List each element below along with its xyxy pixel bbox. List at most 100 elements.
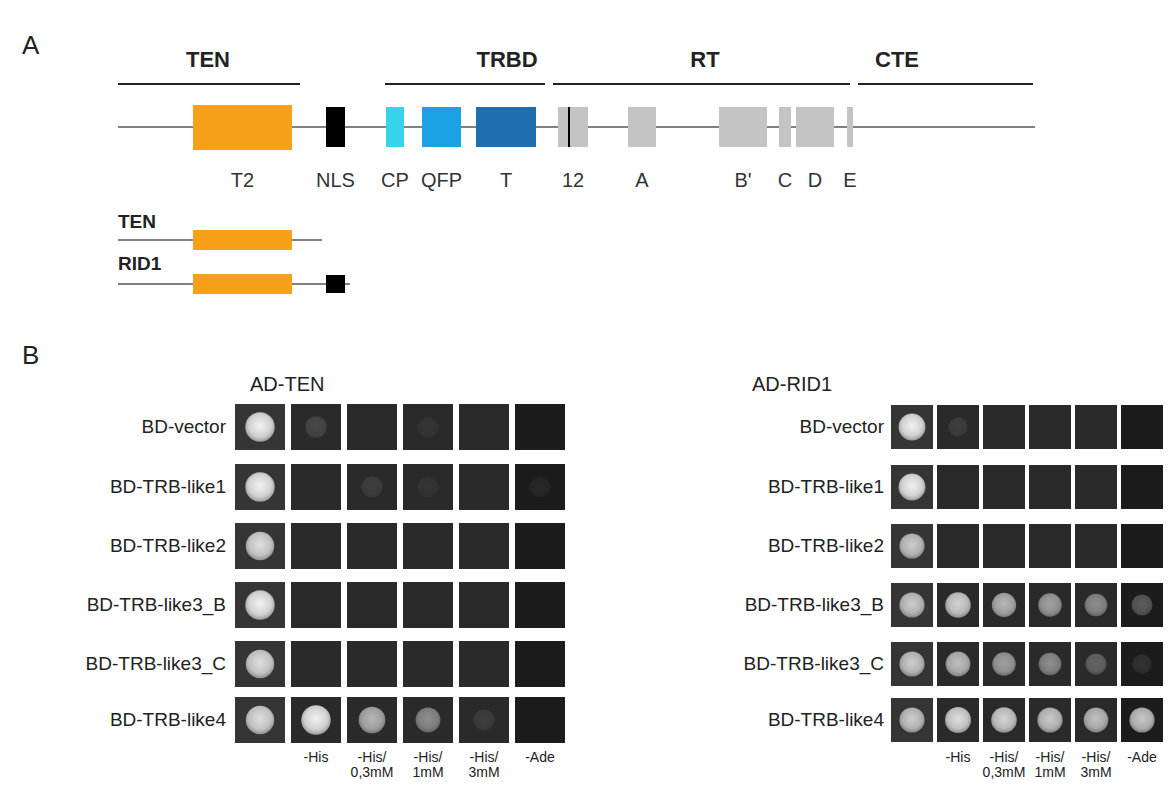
yeast-spot — [473, 709, 494, 730]
nls-motif — [326, 275, 345, 293]
plate-cell — [403, 582, 453, 628]
domain-box: CP — [378, 107, 412, 191]
yeast-spot — [301, 705, 330, 734]
plate-cell — [403, 641, 453, 687]
yeast-spot — [899, 592, 924, 617]
yeast-spot — [948, 417, 967, 436]
row-label: BD-TRB-like3_C — [744, 654, 884, 675]
domain-heading: TRBD — [476, 48, 537, 72]
yeast-spot — [1037, 707, 1062, 732]
plate-cell — [891, 583, 933, 627]
plate-cell — [459, 464, 509, 510]
plate-cell — [983, 583, 1025, 627]
plate-cell — [291, 523, 341, 569]
plate-cell — [291, 641, 341, 687]
domain-box: NLS — [313, 107, 358, 191]
yeast-spot — [946, 652, 971, 677]
yeast-spot — [945, 592, 971, 618]
plate-cell — [983, 405, 1025, 449]
motif-label: D — [808, 169, 822, 191]
t2-motif — [193, 274, 292, 294]
yeast-spot — [418, 417, 439, 438]
plate-cell — [515, 523, 565, 569]
domain-box: T2 — [193, 105, 292, 191]
yeast-spot — [245, 412, 274, 441]
motif-label: CP — [381, 169, 409, 191]
row-label: BD-TRB-like3_B — [745, 595, 884, 616]
plate-cell — [515, 582, 565, 628]
plate-cell — [459, 523, 509, 569]
column-label: -His/ 0,3mM — [981, 750, 1027, 781]
domain-bracket — [385, 83, 545, 85]
plate-cell — [983, 642, 1025, 686]
yeast-spot — [246, 532, 275, 561]
yeast-spot — [991, 707, 1017, 733]
domain-block — [476, 107, 536, 147]
plate-cell — [459, 697, 509, 743]
panel-heading: AD-TEN — [250, 373, 324, 395]
yeast-spot — [245, 472, 274, 501]
motif-label: E — [843, 169, 856, 191]
domain-box: D — [796, 107, 834, 191]
yeast-spot — [899, 651, 924, 676]
plate-cell — [1029, 698, 1071, 742]
domain-block — [386, 107, 404, 147]
yeast-spot — [899, 474, 926, 501]
construct-name: TEN — [118, 212, 156, 233]
yeast-spot — [418, 477, 439, 498]
yeast-spot — [992, 593, 1016, 617]
yeast-spot — [1132, 595, 1153, 616]
row-label: BD-TRB-like2 — [110, 536, 226, 557]
plate-cell — [1029, 642, 1071, 686]
plate-cell — [1121, 405, 1163, 449]
column-label: -His/ 3mM — [458, 750, 510, 781]
plate-cell — [515, 697, 565, 743]
plate-cell — [983, 698, 1025, 742]
plate-cell — [1121, 583, 1163, 627]
yeast-spot — [945, 707, 971, 733]
plate-cell — [983, 465, 1025, 509]
row-label: BD-TRB-like2 — [768, 536, 884, 557]
yeast-spot — [1132, 654, 1151, 673]
domain-block — [796, 107, 834, 147]
motif-label: B' — [734, 169, 751, 191]
yeast-spot — [246, 706, 275, 735]
yeast-spot — [416, 708, 441, 733]
plate-cell — [347, 404, 397, 450]
plate-cell — [983, 524, 1025, 568]
plate-cell — [891, 405, 933, 449]
t2-motif — [193, 230, 292, 250]
column-label: -His — [935, 750, 981, 765]
domain-box: 12 — [558, 107, 588, 191]
domain-box: T — [476, 107, 536, 191]
construct-name: RID1 — [118, 254, 161, 275]
yeast-spot — [305, 416, 327, 438]
column-label: -Ade — [514, 750, 566, 765]
plate-cell — [937, 465, 979, 509]
plate-cell — [235, 523, 285, 569]
plate-cell — [291, 404, 341, 450]
row-label: BD-TRB-like4 — [768, 710, 884, 731]
yeast-spot — [1038, 593, 1062, 617]
motif-label: QFP — [421, 169, 462, 191]
plate-cell — [291, 464, 341, 510]
domain-box: A — [628, 107, 656, 191]
plate-cell — [891, 465, 933, 509]
plate-cell — [1075, 405, 1117, 449]
panel-heading: AD-RID1 — [752, 373, 832, 395]
plate-cell — [937, 524, 979, 568]
plate-cell — [235, 404, 285, 450]
row-label: BD-vector — [142, 417, 226, 438]
plate-cell — [403, 404, 453, 450]
column-label: -Ade — [1119, 750, 1165, 765]
plate-cell — [1121, 698, 1163, 742]
motif-divider — [568, 107, 570, 147]
plate-cell — [1029, 465, 1071, 509]
domain-block — [719, 107, 767, 147]
motif-label: A — [635, 169, 648, 191]
plate-cell — [235, 641, 285, 687]
row-label: BD-TRB-like1 — [110, 477, 226, 498]
yeast-spot — [899, 414, 926, 441]
plate-cell — [515, 404, 565, 450]
yeast-spot — [246, 650, 275, 679]
